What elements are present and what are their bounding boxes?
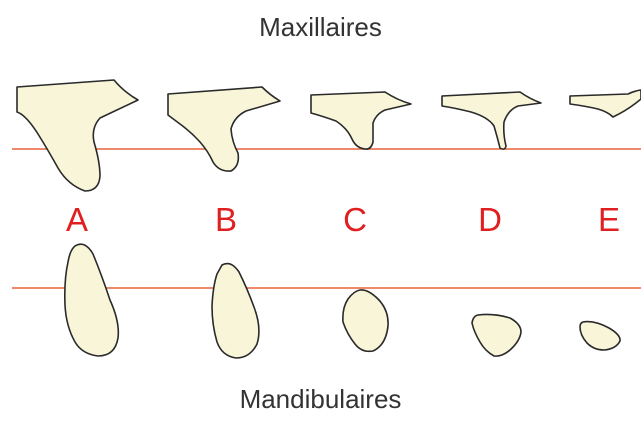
maxillary-ridge-b xyxy=(168,87,280,171)
stage-label-c: C xyxy=(343,201,367,238)
maxillary-ridge-d xyxy=(442,92,541,149)
mandibular-ridge-e xyxy=(580,322,620,350)
stage-label-a: A xyxy=(66,201,88,238)
maxillary-ridge-a xyxy=(17,80,138,191)
mandibulaires-title: Mandibulaires xyxy=(0,384,641,415)
stage-label-d: D xyxy=(478,201,502,238)
mandibular-ridge-d xyxy=(472,314,521,356)
maxillary-ridge-c xyxy=(311,92,411,149)
maxillary-ridge-e xyxy=(570,90,641,117)
mandibular-ridge-c xyxy=(343,290,388,351)
stage-label-e: E xyxy=(598,201,620,238)
mandibular-ridge-a xyxy=(65,244,119,356)
stage-label-b: B xyxy=(215,201,237,238)
mandibular-ridge-b xyxy=(212,264,259,358)
